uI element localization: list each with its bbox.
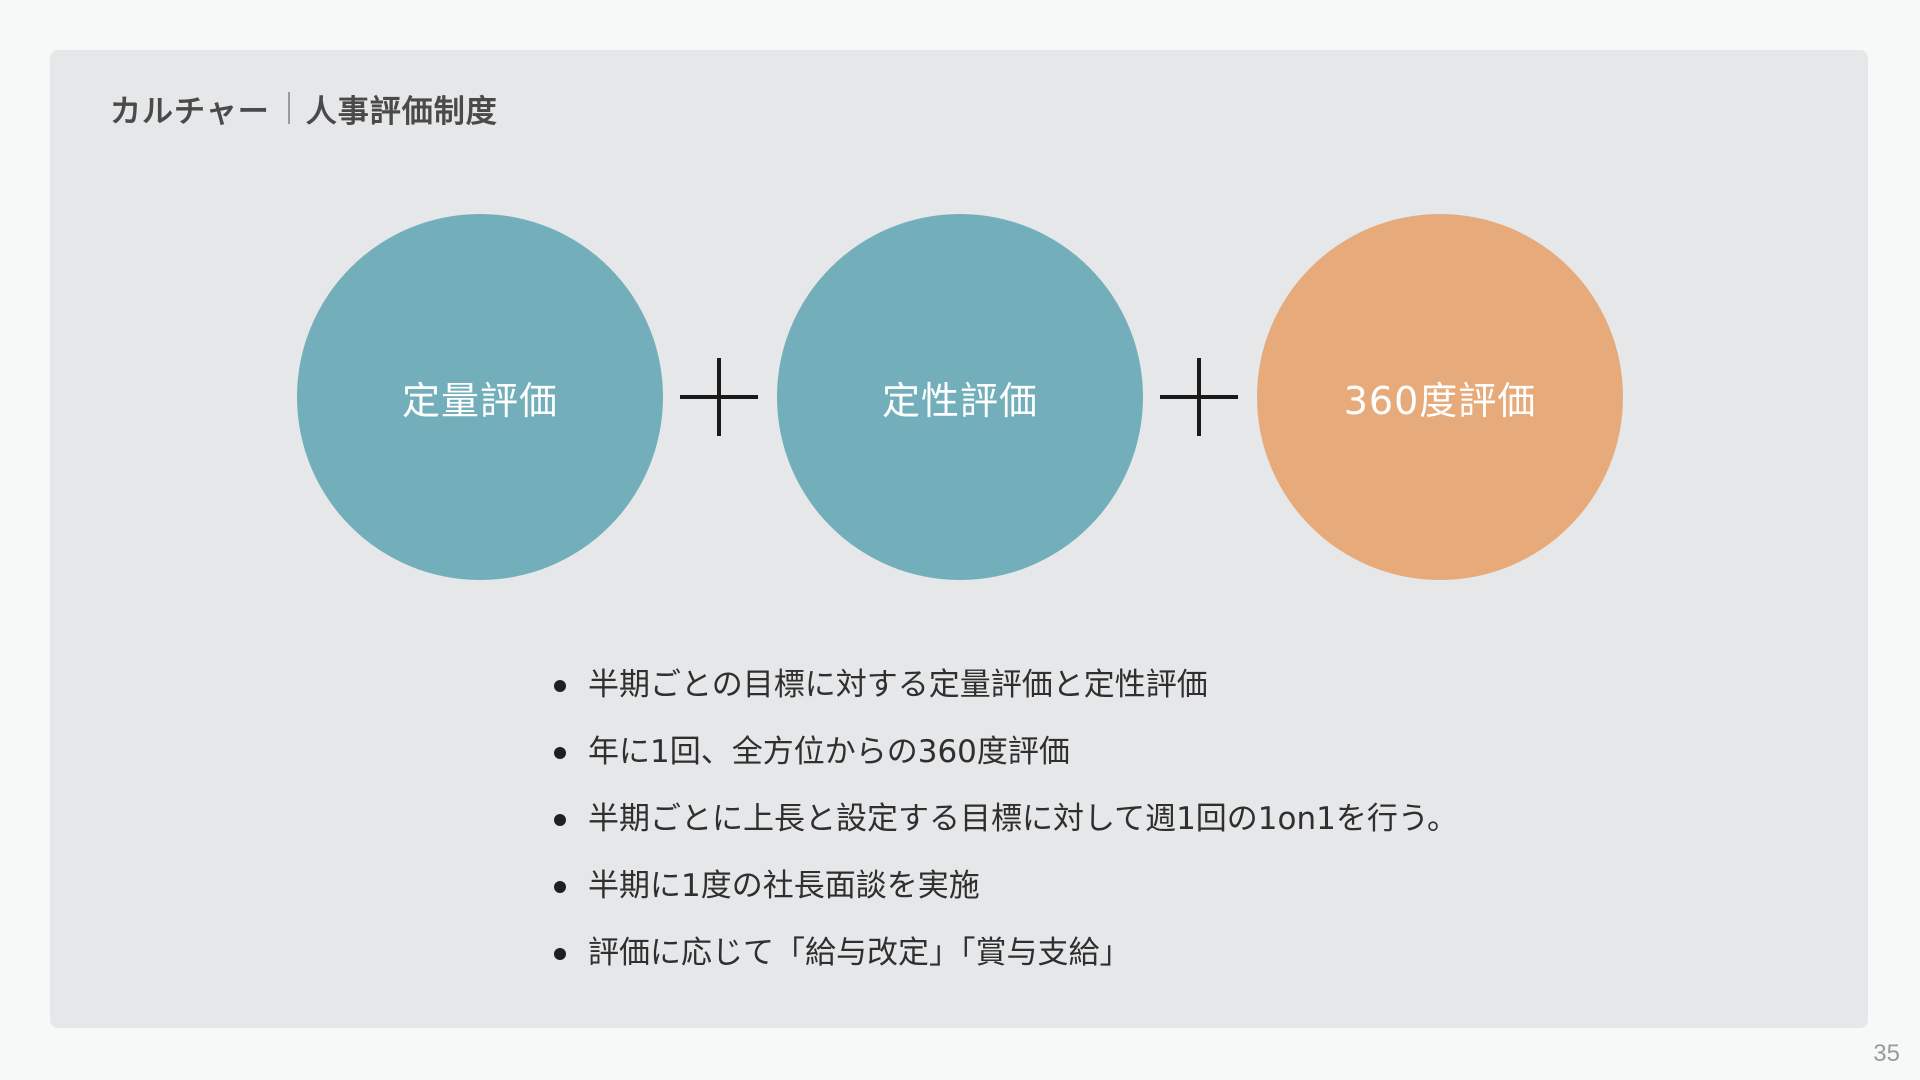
section-label: カルチャー (110, 93, 270, 130)
bullet-item: 半期ごとに上長と設定する目標に対して週1回の1on1を行う。 (554, 786, 1458, 853)
bullet-item: 評価に応じて「給与改定」「賞与支給」 (554, 920, 1458, 987)
bullet-item: 半期ごとの目標に対する定量評価と定性評価 (554, 652, 1458, 719)
bullet-list: 半期ごとの目標に対する定量評価と定性評価 年に1回、全方位からの360度評価 半… (554, 652, 1458, 987)
page-number: 35 (1873, 1040, 1900, 1067)
circle-label: 定量評価 (401, 378, 558, 423)
plus-icon (1160, 358, 1238, 436)
360-evaluation-circle: 360度評価 (1257, 214, 1623, 580)
page-title: 人事評価制度 (305, 93, 498, 130)
bullet-item: 年に1回、全方位からの360度評価 (554, 719, 1458, 786)
bullet-item: 半期に1度の社長面談を実施 (554, 853, 1458, 920)
circle-label: 360度評価 (1343, 378, 1537, 423)
plus-icon (680, 358, 758, 436)
qualitative-evaluation-circle: 定性評価 (777, 214, 1143, 580)
circle-label: 定性評価 (881, 378, 1038, 423)
quantitative-evaluation-circle: 定量評価 (297, 214, 663, 580)
header-divider (287, 92, 290, 124)
slide-header: カルチャー 人事評価制度 (110, 86, 498, 130)
